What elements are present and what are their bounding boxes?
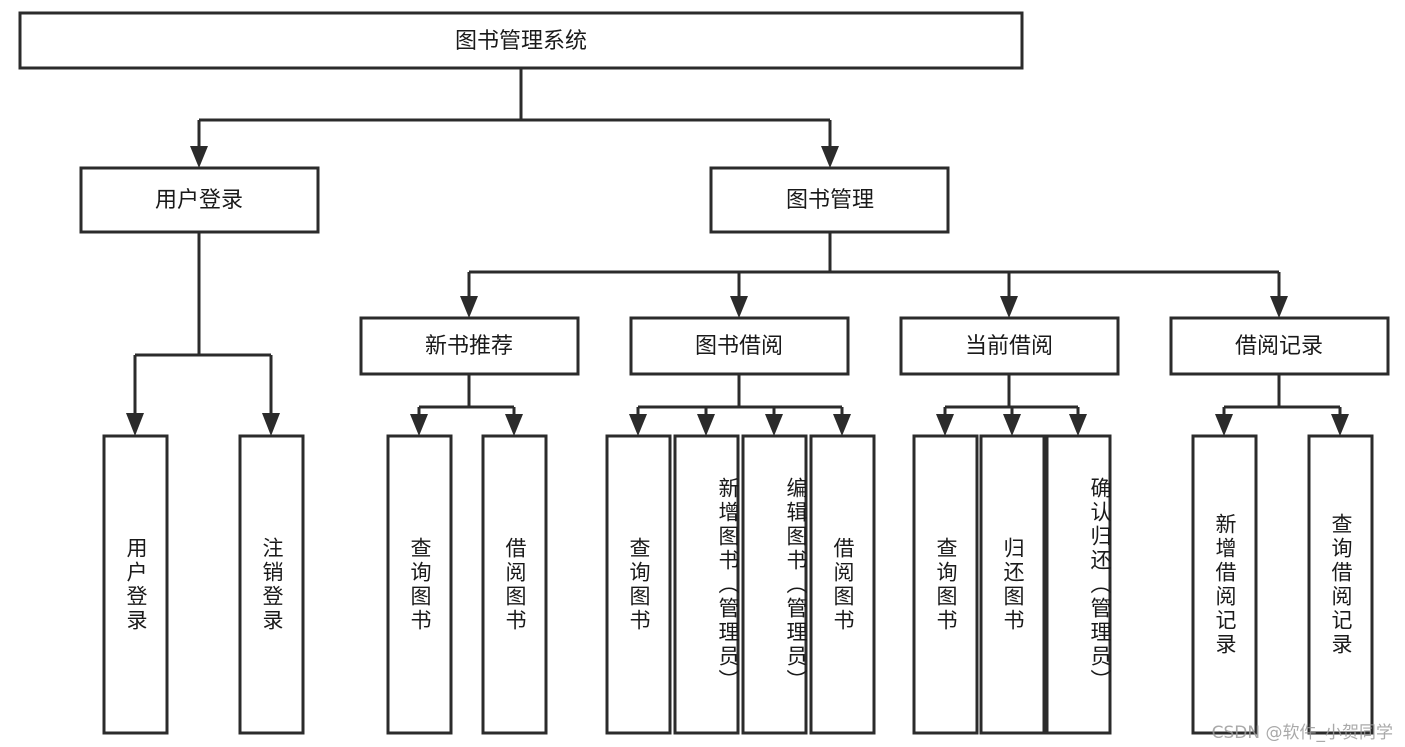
leaf-box-current-borrow-1[interactable]: [979, 434, 1046, 735]
arrowhead-cb-leaf1: [936, 414, 954, 436]
leaf-box-new-book-0[interactable]: [386, 434, 453, 735]
leaf-box-book-borrow-2[interactable]: [741, 434, 808, 735]
arrowhead-cb-leaf3: [1069, 414, 1087, 436]
node-current-borrow-label: 当前借阅: [965, 334, 1053, 359]
leaf-box-borrow-record-0[interactable]: [1191, 434, 1258, 735]
arrowhead-new-book: [460, 296, 478, 318]
leaf-box-borrow-record-1[interactable]: [1307, 434, 1374, 735]
csdn-watermark: CSDN @软件_小贺同学: [1211, 723, 1393, 743]
arrowhead-book-mgmt: [821, 146, 839, 168]
arrowhead-bb-leaf3: [765, 414, 783, 436]
node-borrow-record-box[interactable]: [1169, 316, 1390, 376]
leaf-box-user-login-0[interactable]: [102, 434, 169, 735]
node-new-book-label: 新书推荐: [425, 334, 513, 359]
arrowhead-book-borrow: [730, 296, 748, 318]
node-new-book-box[interactable]: [359, 316, 580, 376]
arrowhead-nb-leaf1: [410, 414, 428, 436]
arrowhead-bb-leaf2: [697, 414, 715, 436]
arrowhead-br-leaf2: [1331, 414, 1349, 436]
arrowhead-bb-leaf1: [629, 414, 647, 436]
node-root-box[interactable]: [18, 11, 1024, 70]
node-root-label: 图书管理系统: [455, 29, 587, 54]
node-current-borrow-box[interactable]: [899, 316, 1120, 376]
leaf-box-book-borrow-3[interactable]: [809, 434, 876, 735]
node-book-borrow-box[interactable]: [629, 316, 850, 376]
node-book-mgmt-box[interactable]: [709, 166, 950, 234]
node-user-login-box[interactable]: [79, 166, 320, 234]
leaf-box-current-borrow-0[interactable]: [912, 434, 979, 735]
leaf-box-user-login-1[interactable]: [238, 434, 305, 735]
arrowhead-current-borrow: [1000, 296, 1018, 318]
node-borrow-record-label: 借阅记录: [1235, 334, 1323, 359]
leaf-box-new-book-1[interactable]: [481, 434, 548, 735]
arrowhead-borrow-record: [1270, 296, 1288, 318]
arrowhead-bb-leaf4: [833, 414, 851, 436]
arrowhead-br-leaf1: [1215, 414, 1233, 436]
node-user-login-label: 用户登录: [155, 188, 243, 213]
leaf-box-book-borrow-0[interactable]: [605, 434, 672, 735]
arrowhead-leaf-logout: [262, 413, 280, 436]
arrowhead-leaf-user-login: [126, 413, 144, 436]
arrowhead-cb-leaf2: [1003, 414, 1021, 436]
leaf-box-current-borrow-2[interactable]: [1045, 434, 1112, 735]
arrowhead-user-login: [190, 146, 208, 168]
node-book-mgmt-label: 图书管理: [786, 188, 874, 213]
node-book-borrow-label: 图书借阅: [695, 334, 783, 359]
leaf-box-book-borrow-1[interactable]: [673, 434, 740, 735]
arrowhead-nb-leaf2: [505, 414, 523, 436]
